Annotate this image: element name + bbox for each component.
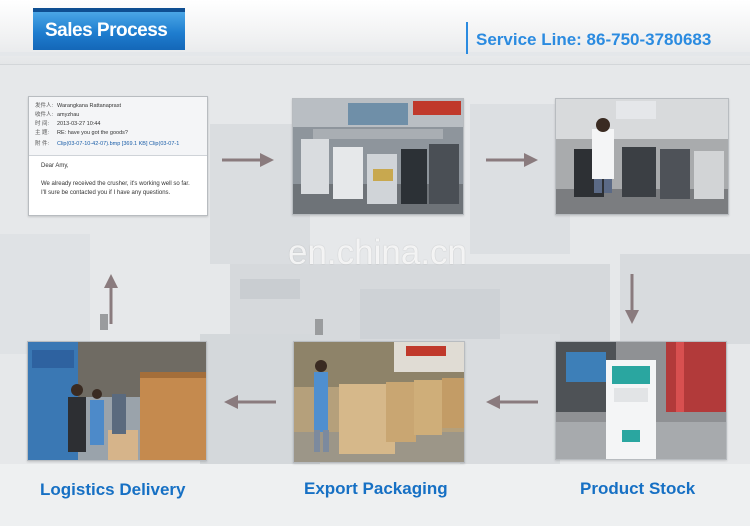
email-body-line-1: We already received the crusher, it's wo…	[41, 181, 190, 187]
email-to-row: 收件人:amyzhau	[35, 112, 80, 118]
email-time-row: 时 间:2013-03-27 10:44	[35, 121, 101, 127]
factory-production-photo	[292, 98, 464, 215]
header-bar: Sales Process Service Line: 86-750-37806…	[0, 0, 750, 65]
header-rule	[0, 52, 750, 56]
arrow-left-1-icon	[486, 395, 538, 409]
export-packaging-photo	[293, 341, 465, 463]
arrow-left-2-icon	[224, 395, 276, 409]
watermark-text: en.china.cn	[288, 233, 468, 272]
caption-export-packaging: Export Packaging	[304, 479, 448, 498]
email-header	[29, 97, 207, 156]
title-tab: Sales Process	[33, 8, 185, 50]
caption-logistics-delivery: Logistics Delivery	[40, 480, 186, 499]
email-greeting: Dear Amy,	[41, 163, 69, 169]
email-subject-row: 主 题:RE: have you got the goods?	[35, 130, 128, 136]
arrow-right-2-icon	[486, 153, 538, 167]
caption-product-stock: Product Stock	[580, 479, 696, 498]
email-from-row: 发件人:Warangkana Rattanaprast	[35, 103, 121, 109]
arrow-up-icon	[104, 274, 118, 324]
machine-testing-photo	[555, 98, 729, 215]
header-divider	[466, 22, 468, 54]
arrow-down-icon	[625, 274, 639, 324]
email-body-line-2: I'll sure be contacted you if I have any…	[41, 190, 171, 196]
customer-email-screenshot: 发件人:Warangkana Rattanaprast 收件人:amyzhau …	[28, 96, 208, 216]
email-attachment-row: 附 件:Clip(03-07-10-42-07).bmp [369.1 KB] …	[35, 141, 180, 147]
service-line: Service Line: 86-750-3780683	[476, 30, 712, 49]
logistics-delivery-photo	[27, 341, 207, 461]
arrow-right-1-icon	[222, 153, 274, 167]
product-stock-photo	[555, 341, 727, 460]
page-title: Sales Process	[45, 20, 168, 41]
